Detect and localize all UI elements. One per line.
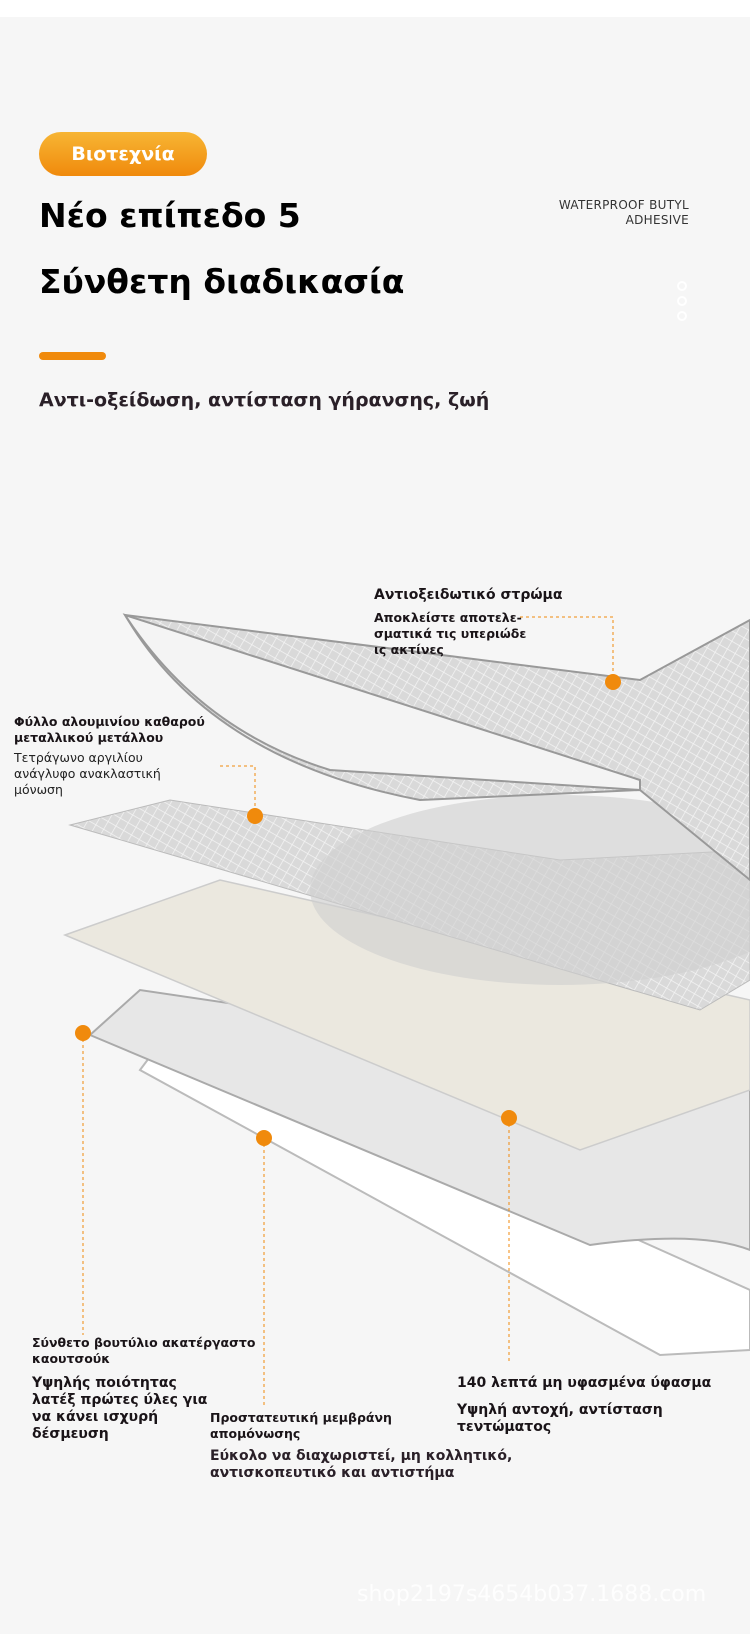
- label-desc: αντισκοπευτικό και αντιστήμα: [210, 1465, 455, 1481]
- label-title: Αντιοξειδωτικό στρώμα: [374, 587, 563, 603]
- label-desc: τεντώματος: [457, 1419, 552, 1435]
- label-membrane: Προστατευτική μεμβράνη απομόνωσης Εύκολο…: [210, 1410, 512, 1482]
- category-badge: Βιοτεχνία: [39, 132, 207, 176]
- label-title: Σύνθετο βουτύλιο ακατέργαστο: [32, 1335, 256, 1350]
- tagline: WATERPROOF BUTYL ADHESIVE: [559, 198, 689, 228]
- marker-dots: [75, 674, 621, 1146]
- label-desc: ις ακτίνες: [374, 642, 444, 657]
- label-fabric: 140 λεπτά μη υφασμένα ύφασμα Υψηλή αντοχ…: [457, 1374, 711, 1436]
- label-desc: να κάνει ισχυρή: [32, 1409, 159, 1425]
- label-desc: Εύκολο να διαχωριστεί, μη κολλητικό,: [210, 1448, 513, 1464]
- label-desc: δέσμευση: [32, 1426, 109, 1442]
- label-title: μεταλλικού μετάλλου: [14, 730, 164, 745]
- tagline-line: ADHESIVE: [625, 213, 689, 227]
- top-strip: [0, 0, 750, 17]
- label-desc: ανάγλυφο ανακλαστική: [14, 766, 161, 781]
- label-desc: Υψηλή αντοχή, αντίσταση: [457, 1402, 663, 1418]
- label-title: Φύλλο αλουμινίου καθαρού: [14, 714, 205, 729]
- dots-decoration: [677, 281, 687, 326]
- label-butyl: Σύνθετο βουτύλιο ακατέργαστο καουτσούκ Υ…: [32, 1335, 255, 1443]
- label-desc: Τετράγωνο αργιλίου: [14, 750, 143, 765]
- label-title: καουτσούκ: [32, 1351, 111, 1366]
- label-title: Προστατευτική μεμβράνη: [210, 1410, 392, 1425]
- subtitle: Αντι-οξείδωση, αντίσταση γήρανσης, ζωή: [39, 389, 490, 411]
- label-title: 140 λεπτά μη υφασμένα ύφασμα: [457, 1375, 712, 1391]
- label-desc: Αποκλείστε αποτελε-: [374, 610, 522, 625]
- label-antioxidant: Αντιοξειδωτικό στρώμα Αποκλείστε αποτελε…: [374, 586, 562, 658]
- title-line-2: Σύνθετη διαδικασία: [39, 262, 405, 301]
- label-desc: λατέξ πρώτες ύλες για: [32, 1392, 208, 1408]
- label-foil: Φύλλο αλουμινίου καθαρού μεταλλικού μετά…: [14, 714, 205, 798]
- label-desc: μόνωση: [14, 782, 63, 797]
- label-desc: σματικά τις υπεριώδε: [374, 626, 527, 641]
- fabric-layer: [62, 879, 750, 1151]
- label-desc: Υψηλής ποιότητας: [32, 1375, 177, 1391]
- tagline-line: WATERPROOF BUTYL: [558, 198, 689, 212]
- title-line-1: Νέο επίπεδο 5: [39, 196, 301, 235]
- accent-bar: [39, 352, 106, 360]
- watermark: shop2197s4654b037.1688.com: [357, 1582, 707, 1607]
- label-title: απομόνωσης: [210, 1426, 301, 1441]
